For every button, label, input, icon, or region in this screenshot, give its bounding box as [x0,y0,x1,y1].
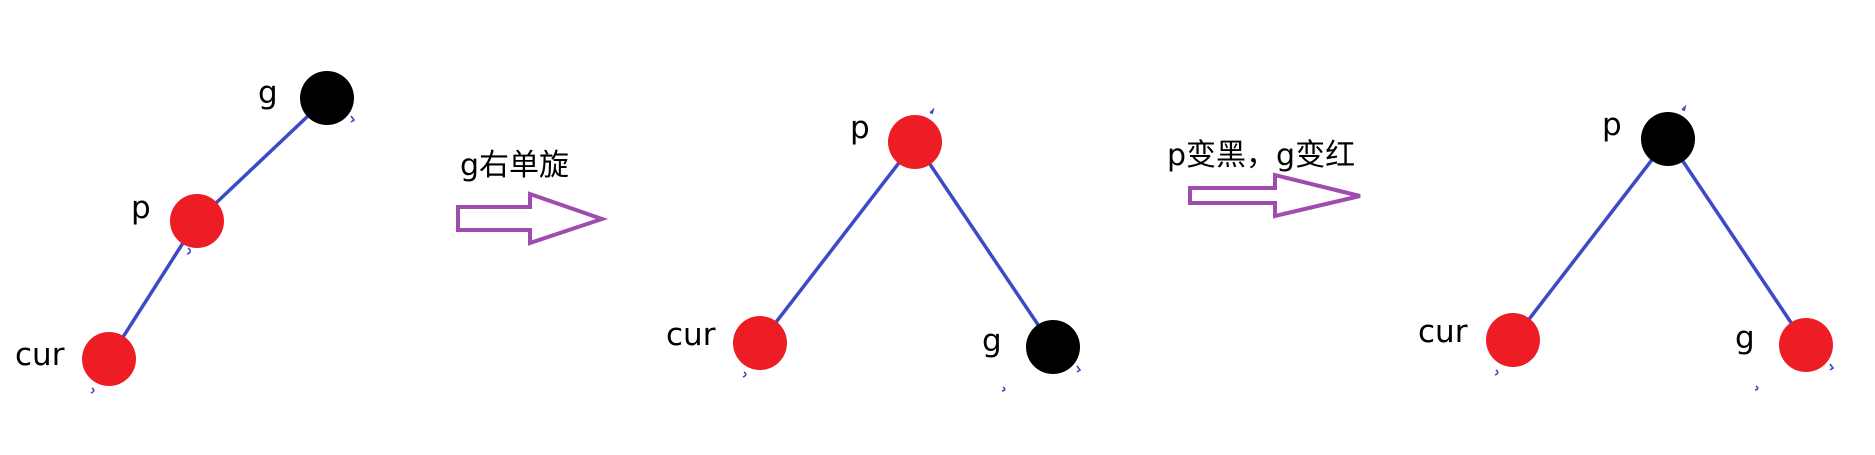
transition-arrow-1: g右单旋 [456,148,609,246]
node-mark [1829,363,1835,371]
node-label-p: p [131,190,151,226]
node-label-p: p [850,110,870,146]
edge-p-g [913,140,1055,349]
arrow-label-rotate: g右单旋 [460,148,569,183]
panel-rotated: p cur g [666,107,1082,392]
node-mark [186,247,192,255]
node-g [1026,320,1080,374]
node-mark [350,115,356,123]
node-label-g: g [1735,320,1755,356]
arrow-right-shape [456,191,609,246]
node-mark [742,371,747,378]
node-p [170,194,224,248]
node-cur [1486,313,1540,367]
arrow-right-shape [1188,172,1361,219]
node-label-p: p [1602,107,1622,143]
transition-arrow-2: p变黑，g变红 [1167,138,1361,219]
node-p [888,115,942,169]
node-cur [82,332,136,386]
node-label-g: g [982,323,1002,359]
node-p [1641,112,1695,166]
node-mark [1001,386,1006,392]
panel-before: g p cur [15,71,356,394]
node-label-g: g [258,75,278,111]
node-g [300,71,354,125]
node-mark [1076,365,1082,373]
node-mark [929,107,935,115]
node-mark [1681,104,1687,112]
edge-g-p [195,96,329,223]
node-label-cur: cur [1418,314,1468,350]
node-label-cur: cur [666,317,716,353]
edge-p-cur [107,219,199,361]
node-g [1779,318,1833,372]
arrow-label-recolor: p变黑，g变红 [1167,138,1355,173]
node-label-cur: cur [15,337,65,373]
node-mark [1494,369,1499,376]
edge-p-g [1666,137,1808,347]
node-mark [90,387,95,394]
node-mark [1754,385,1759,391]
edge-p-cur [758,140,917,345]
edge-p-cur [1511,137,1670,342]
node-cur [733,316,787,370]
panel-recolored: p cur g [1418,104,1835,391]
